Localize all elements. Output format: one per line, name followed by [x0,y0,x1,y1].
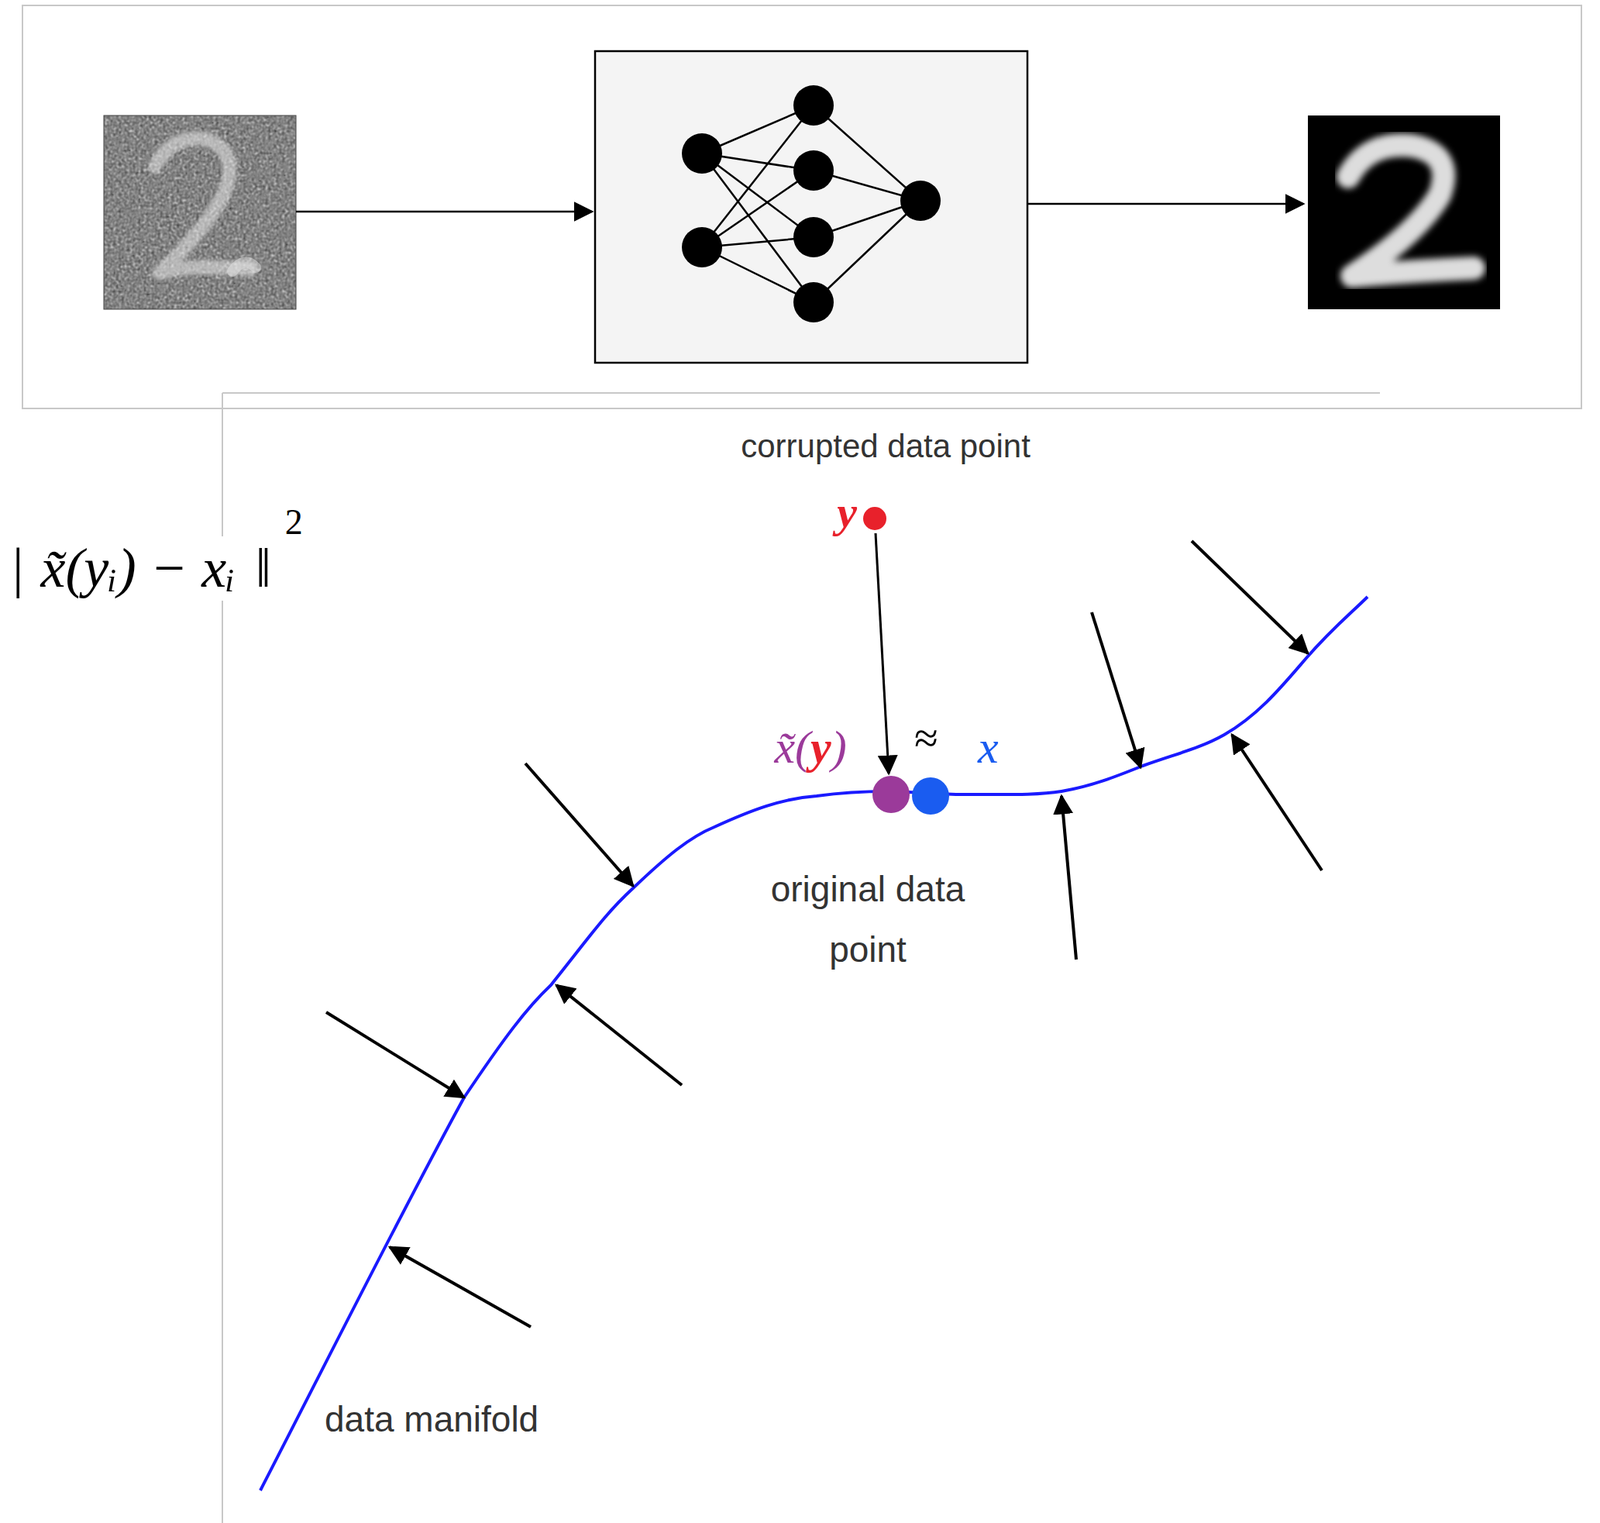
denoised-symbol: y [810,720,832,775]
norm-bar: ‖ [255,536,272,601]
point-caption: corrupted data point [740,427,1031,465]
data-manifold-curve [260,596,1368,1490]
corrupted-point [863,506,887,530]
bottom-panel-frame [222,392,1380,1523]
denoised-symbol: ) [831,720,847,775]
noisy-digit-image [103,115,296,310]
norm-bar: | [9,536,27,601]
approx-sign: ≈ [914,712,939,763]
original-symbol: x [977,720,999,775]
point-caption: original data point [739,858,996,980]
loss-formula: x̃(yᵢ) − xᵢ [37,536,238,601]
denoised-point [872,775,910,813]
projection-arrows [326,540,1322,1327]
manifold-label: data manifold [324,1398,539,1440]
exponent: 2 [285,502,303,544]
top-panel-frame [22,5,1582,409]
denoised-symbol: x̃( [774,720,811,775]
denoise-arrow [875,533,889,774]
flow-arrow [1027,203,1304,206]
denoised-digit-image [1307,115,1501,310]
flow-arrow [295,210,592,214]
neural-network-icon [595,51,1028,363]
corrupted-symbol: y [836,486,857,539]
original-point [911,777,950,815]
